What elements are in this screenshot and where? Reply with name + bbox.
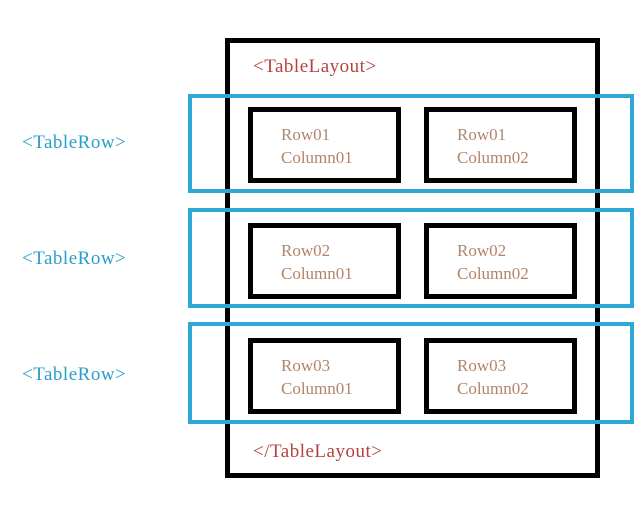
cell-row1-column1: Row01 Column01 — [248, 107, 401, 183]
cell-row1-column2: Row01 Column02 — [424, 107, 577, 183]
cell-row3-column1-text: Row03 Column01 — [281, 356, 353, 398]
cell-row1-column1-text: Row01 Column01 — [281, 125, 353, 167]
table-layout-open-tag: <TableLayout> — [253, 56, 377, 77]
cell-row2-column1-text: Row02 Column01 — [281, 241, 353, 283]
cell-row3-column2: Row03 Column02 — [424, 338, 577, 414]
table-row-outline-3 — [188, 322, 634, 424]
table-row-label-1: <TableRow> — [22, 132, 127, 153]
cell-row2-column2: Row02 Column02 — [424, 223, 577, 299]
cell-row3-column2-text: Row03 Column02 — [457, 356, 529, 398]
cell-row1-column2-text: Row01 Column02 — [457, 125, 529, 167]
table-layout-container — [225, 38, 600, 478]
table-row-label-2: <TableRow> — [22, 248, 127, 269]
table-layout-close-tag: </TableLayout> — [253, 441, 383, 462]
cell-row2-column1: Row02 Column01 — [248, 223, 401, 299]
cell-row2-column2-text: Row02 Column02 — [457, 241, 529, 283]
cell-row3-column1: Row03 Column01 — [248, 338, 401, 414]
table-row-label-3: <TableRow> — [22, 364, 127, 385]
table-row-outline-1 — [188, 94, 634, 193]
table-row-outline-2 — [188, 208, 634, 308]
